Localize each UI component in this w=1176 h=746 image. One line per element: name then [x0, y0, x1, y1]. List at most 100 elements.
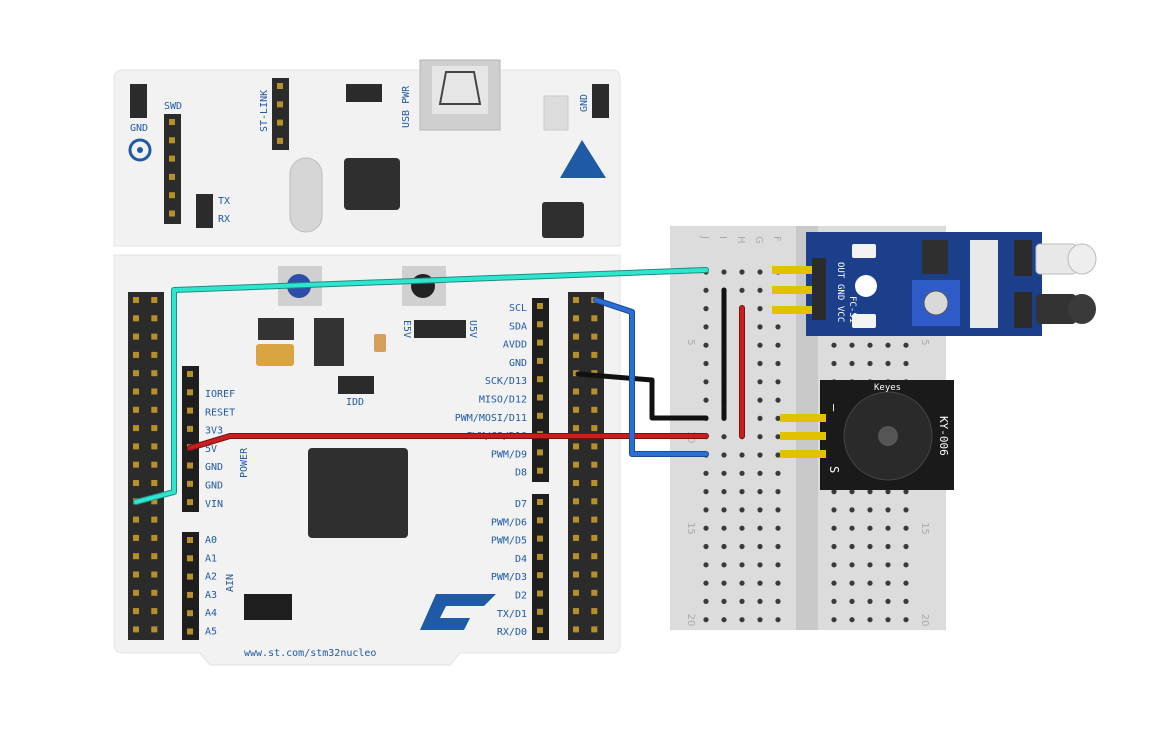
- buzzer-s-label: S: [827, 466, 841, 473]
- header-pin: [537, 376, 543, 383]
- header-pin: [537, 467, 543, 474]
- header-pin: [151, 388, 158, 395]
- breadboard-hole: [849, 342, 855, 348]
- ir-emitter-led: [1035, 243, 1097, 275]
- breadboard-hole: [739, 452, 745, 458]
- st-logo: [420, 594, 496, 630]
- breadboard-hole: [831, 525, 837, 531]
- header-pin: [537, 627, 543, 634]
- header-pin: [591, 553, 598, 560]
- digital-pin-label: D4: [515, 554, 527, 565]
- breadboard-hole: [903, 489, 909, 495]
- header-pin: [151, 516, 158, 523]
- power-header: [182, 366, 199, 512]
- header-pin: [591, 406, 598, 413]
- ir-receiver-led: [1036, 294, 1096, 324]
- header-pin: [573, 315, 579, 322]
- header-pin: [591, 534, 598, 541]
- breadboard-hole: [831, 617, 837, 623]
- digital-pin-label: PWM/D6: [491, 517, 527, 528]
- header-pin: [151, 333, 158, 340]
- header-pin: [573, 425, 579, 432]
- breadboard-column-letter: J: [699, 235, 710, 239]
- breadboard-hole: [757, 543, 763, 550]
- breadboard-hole: [849, 489, 855, 495]
- breadboard-hole: [903, 342, 909, 348]
- digital-pin-label: PWM/D5: [491, 536, 527, 547]
- buzzer-pin-s: [780, 450, 826, 458]
- rx-label: RX: [218, 214, 230, 225]
- digital-pin-label: SCL: [509, 303, 527, 314]
- header-pin: [537, 321, 543, 328]
- header-pin: [133, 553, 139, 560]
- header-pin: [537, 553, 543, 560]
- breadboard-hole: [757, 434, 763, 440]
- breadboard-hole: [703, 306, 709, 312]
- breadboard-hole: [831, 580, 837, 586]
- header-pin: [537, 449, 543, 456]
- header-pin: [151, 498, 158, 505]
- header-pin: [537, 608, 543, 615]
- header-pin: [151, 406, 158, 413]
- breadboard-hole: [903, 543, 909, 550]
- breadboard-hole: [849, 617, 855, 623]
- header-pin: [169, 192, 175, 199]
- breadboard-hole: [721, 525, 727, 531]
- header-pin: [537, 412, 543, 419]
- breadboard-hole: [757, 269, 763, 275]
- breadboard-hole: [885, 617, 891, 623]
- breadboard-hole: [721, 617, 727, 623]
- digital-pin-label: GND: [509, 358, 527, 369]
- st-link-header: [272, 78, 289, 150]
- breadboard-hole: [903, 598, 909, 605]
- ir-model-label: FC-51: [847, 296, 857, 323]
- header-pin: [133, 480, 139, 486]
- ir-pin-vcc: [772, 306, 812, 314]
- jumper-cn2: [346, 84, 382, 102]
- header-pin: [591, 571, 598, 578]
- header-pin: [537, 499, 543, 505]
- breadboard-hole: [703, 525, 709, 531]
- header-pin: [133, 571, 139, 578]
- breadboard-hole: [775, 507, 781, 513]
- breadboard-hole: [849, 598, 855, 605]
- breadboard-hole: [739, 269, 745, 275]
- header-pin: [133, 516, 139, 523]
- header-pin: [591, 425, 598, 432]
- breadboard-hole: [775, 379, 781, 385]
- main-mcu: [308, 448, 408, 538]
- url-text: www.st.com/stm32nucleo: [244, 648, 376, 659]
- breadboard-hole: [739, 562, 745, 568]
- breadboard-row-number: 15: [685, 522, 696, 535]
- header-pin: [133, 406, 139, 413]
- breadboard-hole: [703, 562, 709, 568]
- power-jumper: [414, 320, 466, 338]
- power-pin-label: GND: [205, 481, 223, 492]
- header-pin: [151, 589, 158, 596]
- header-pin: [133, 589, 139, 596]
- breadboard-hole: [775, 342, 781, 348]
- power-pin-label: 5V: [205, 444, 217, 455]
- esd-warning-icon: [560, 140, 606, 178]
- power-label: POWER: [239, 447, 250, 478]
- header-pin: [573, 516, 579, 523]
- st-link-mcu: [344, 158, 400, 210]
- breadboard-hole: [831, 543, 837, 550]
- breadboard-hole: [775, 543, 781, 550]
- header-pin: [187, 425, 193, 432]
- breadboard-hole: [757, 415, 763, 421]
- breadboard-column-letter: G: [753, 236, 764, 244]
- breadboard-hole: [757, 324, 763, 330]
- wire-black-gnd[interactable]: [575, 371, 709, 421]
- buzzer-pin-minus: [780, 414, 826, 422]
- analog-pin-label: A0: [205, 535, 217, 546]
- header-pin: [187, 628, 193, 635]
- header-pin: [573, 297, 579, 303]
- header-pin: [133, 608, 139, 615]
- reset-button[interactable]: [402, 266, 446, 306]
- breadboard-hole: [721, 452, 727, 458]
- regulator-1: [258, 318, 294, 340]
- eeprom-chip: [542, 202, 584, 238]
- header-pin: [133, 388, 139, 395]
- digital-pin-label: MISO/D12: [479, 395, 527, 406]
